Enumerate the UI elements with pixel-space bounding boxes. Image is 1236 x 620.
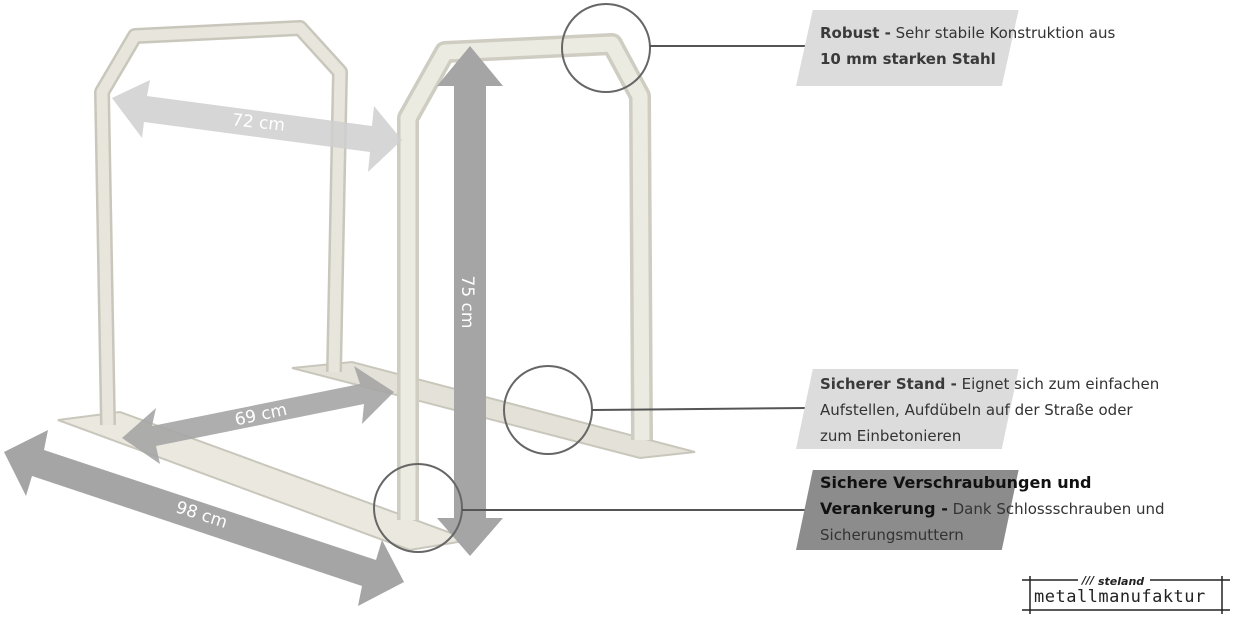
logo-wordmark: metallmanufaktur [1034,587,1206,607]
feature-box-stand: Sicherer Stand - Eignet sich zum einfach… [796,369,1216,449]
feature-box-robust-bg [796,10,1019,86]
feature-robust-title: Robust - [820,24,891,42]
feature-stand-title: Sicherer Stand - [820,375,957,393]
feature-screw-line-1: Dank Schlossschrauben und [947,500,1165,518]
logo-brand: steland [1098,575,1145,588]
feature-robust-bold: 10 mm starken Stahl [820,50,996,68]
feature-stand-line-2: Aufstellen, Aufdübeln auf der Straße ode… [820,401,1133,419]
dimension-label-75: 75 cm [457,276,477,329]
feature-screw-line-2: Sicherungsmuttern [820,526,964,544]
dimension-label-69: 69 cm [233,400,289,431]
feature-box-screw-bg [796,470,1019,550]
feature-stand-line-1: Eignet sich zum einfachen [956,375,1160,393]
feature-screw-title-1: Sichere Verschraubungen und [820,473,1092,492]
feature-robust-text: Robust - Sehr stabile Konstruktion aus 1… [796,10,1216,72]
callout-robust [561,3,806,93]
feature-stand-line-3: zum Einbetonieren [820,427,962,445]
feature-robust-line-1: Sehr stabile Konstruktion aus [890,24,1116,42]
callout-screw [373,463,806,553]
feature-screw-text: Sichere Verschraubungen und Verankerung … [796,470,1216,548]
feature-screw-title-2: Verankerung - [820,499,948,518]
feature-box-stand-bg [796,369,1019,449]
brand-logo: /// steland metallmanufaktur [1020,572,1232,616]
feature-box-screw: Sichere Verschraubungen und Verankerung … [796,470,1216,550]
logo-frame [1022,576,1230,614]
callout-stand [503,365,807,455]
logo-slashes: /// [1082,574,1095,587]
feature-stand-text: Sicherer Stand - Eignet sich zum einfach… [796,369,1216,449]
feature-box-robust: Robust - Sehr stabile Konstruktion aus 1… [796,10,1216,86]
arrow-72cm: 72 cm [112,80,402,172]
front-frame [397,33,653,520]
arrow-75cm: 75 cm [437,46,503,556]
